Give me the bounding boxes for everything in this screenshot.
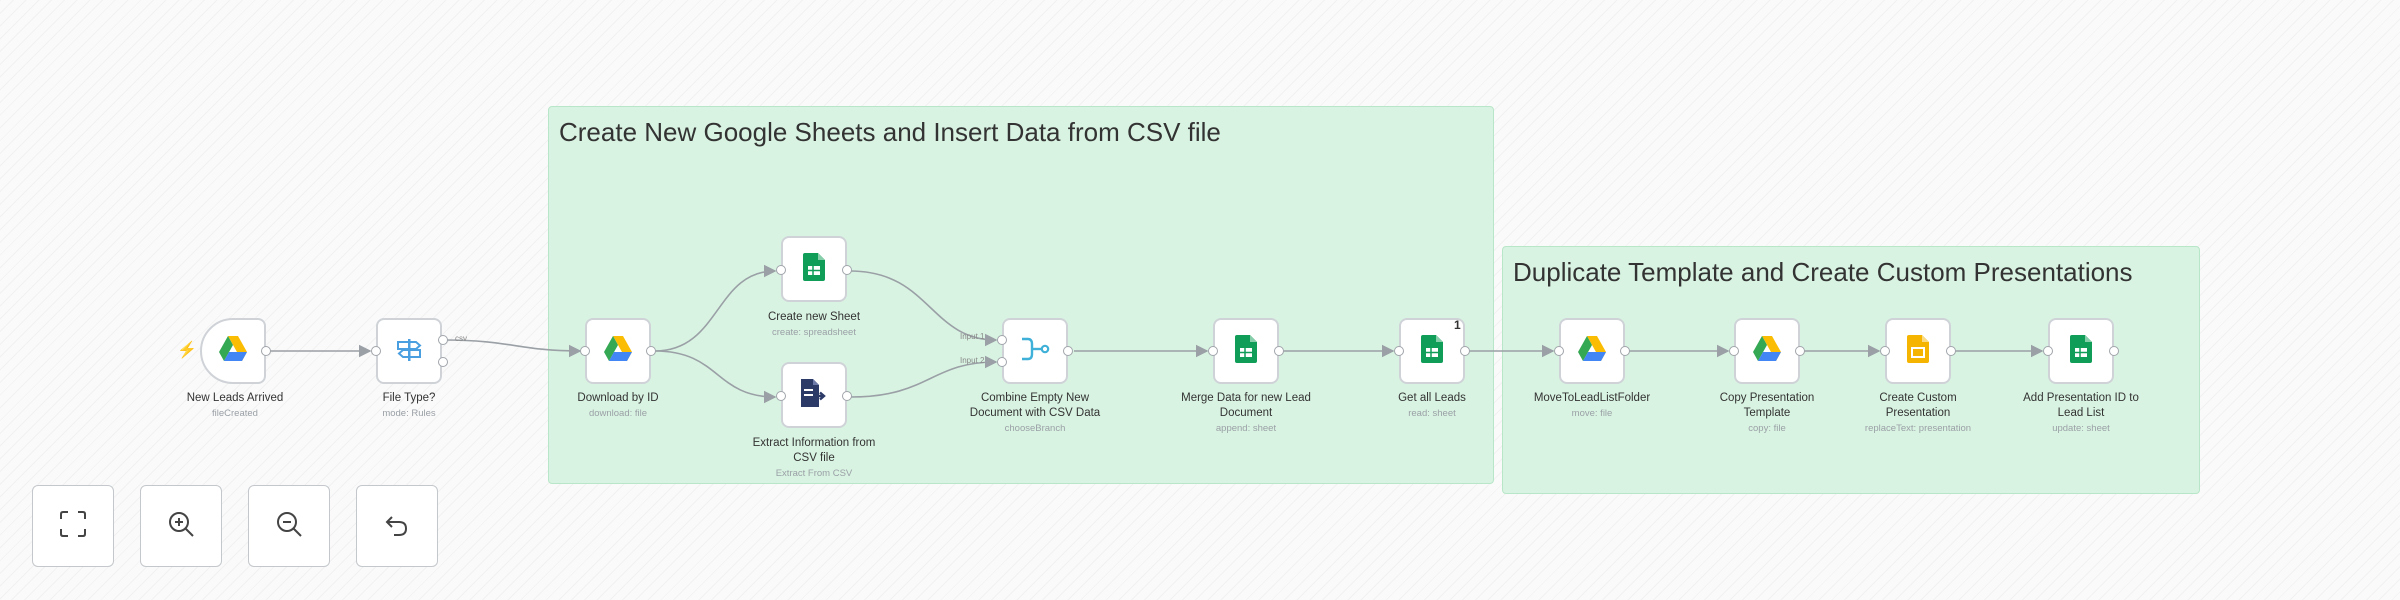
google-sheets-icon — [1421, 334, 1443, 368]
input-handle[interactable] — [997, 357, 1007, 367]
google-drive-icon — [603, 335, 633, 368]
node-label: Merge Data for new Lead Document — [1181, 392, 1311, 419]
node-new-leads-arrived[interactable] — [200, 318, 266, 384]
sticky-title: Create New Google Sheets and Insert Data… — [559, 117, 1221, 147]
zoom-out-button[interactable] — [248, 485, 330, 567]
input-handle[interactable] — [2043, 346, 2053, 356]
input-handle[interactable] — [1554, 346, 1564, 356]
port-label-input-1: Input 1 — [960, 332, 985, 341]
fit-view-icon — [58, 509, 88, 544]
output-handle[interactable] — [1946, 346, 1956, 356]
input-handle[interactable] — [1208, 346, 1218, 356]
node-combine-documents[interactable] — [1002, 318, 1068, 384]
reset-zoom-button[interactable] — [356, 485, 438, 567]
output-handle[interactable] — [438, 357, 448, 367]
node-subtitle: chooseBranch — [1004, 423, 1066, 434]
sticky-title: Duplicate Template and Create Custom Pre… — [1513, 257, 2133, 287]
node-label: Create new Sheet — [767, 311, 861, 323]
port-label-csv: csv — [455, 334, 467, 343]
node-subtitle: update: sheet — [2052, 423, 2110, 434]
output-handle[interactable] — [646, 346, 656, 356]
node-create-custom-presentation[interactable] — [1885, 318, 1951, 384]
output-handle[interactable] — [1795, 346, 1805, 356]
node-subtitle: mode: Rules — [382, 408, 436, 419]
node-extract-csv[interactable] — [781, 362, 847, 428]
google-drive-icon — [1577, 335, 1607, 368]
google-sheets-icon — [803, 252, 825, 286]
connection-edge — [654, 350, 777, 404]
output-handle[interactable] — [842, 265, 852, 275]
node-download-by-id[interactable] — [585, 318, 651, 384]
output-handle[interactable] — [438, 335, 448, 345]
connection-edge — [444, 339, 582, 358]
node-add-presentation-id[interactable] — [2048, 318, 2114, 384]
output-handle[interactable] — [261, 346, 271, 356]
node-label: MoveToLeadListFolder — [1533, 392, 1651, 404]
node-subtitle: Extract From CSV — [775, 468, 853, 479]
output-handle[interactable] — [1063, 346, 1073, 356]
port-label-input-2: Input 2 — [960, 356, 985, 365]
node-label: Download by ID — [577, 392, 659, 404]
output-handle[interactable] — [1274, 346, 1284, 356]
connection-edge — [849, 355, 998, 398]
node-subtitle: download: file — [588, 408, 648, 419]
output-handle[interactable] — [842, 391, 852, 401]
node-move-to-lead-list-folder[interactable] — [1559, 318, 1625, 384]
input-handle[interactable] — [1394, 346, 1404, 356]
node-merge-data[interactable] — [1213, 318, 1279, 384]
node-label: New Leads Arrived — [186, 392, 284, 404]
connection-edge — [849, 270, 998, 347]
google-sheets-icon — [2070, 334, 2092, 368]
undo-icon — [382, 509, 412, 544]
node-label: Create Custom Presentation — [1879, 392, 1957, 419]
item-count-badge: 1 — [1454, 318, 1461, 332]
zoom-in-icon — [166, 509, 196, 544]
node-label: Combine Empty New Document with CSV Data — [969, 392, 1101, 419]
node-copy-presentation-template[interactable] — [1734, 318, 1800, 384]
node-create-new-sheet[interactable] — [781, 236, 847, 302]
input-handle[interactable] — [776, 391, 786, 401]
node-subtitle: replaceText: presentation — [1864, 423, 1972, 434]
google-slides-icon — [1907, 334, 1929, 368]
extract-file-icon — [799, 378, 829, 412]
node-subtitle: create: spreadsheet — [772, 327, 856, 338]
input-handle[interactable] — [776, 265, 786, 275]
zoom-out-icon — [274, 509, 304, 544]
input-handle[interactable] — [580, 346, 590, 356]
google-drive-icon — [1752, 335, 1782, 368]
output-handle[interactable] — [1620, 346, 1630, 356]
zoom-in-button[interactable] — [140, 485, 222, 567]
input-handle[interactable] — [371, 346, 381, 356]
google-sheets-icon — [1235, 334, 1257, 368]
input-handle[interactable] — [997, 335, 1007, 345]
node-label: File Type? — [382, 392, 436, 404]
node-subtitle: copy: file — [1748, 423, 1786, 434]
node-label: Copy Presentation Template — [1719, 392, 1815, 419]
trigger-bolt-icon: ⚡ — [177, 342, 197, 359]
merge-icon — [1020, 335, 1050, 368]
node-subtitle: read: sheet — [1408, 408, 1456, 419]
node-get-all-leads[interactable] — [1399, 318, 1465, 384]
node-file-type[interactable] — [376, 318, 442, 384]
input-handle[interactable] — [1729, 346, 1739, 356]
output-handle[interactable] — [2109, 346, 2119, 356]
node-subtitle: append: sheet — [1215, 423, 1277, 434]
input-handle[interactable] — [1880, 346, 1890, 356]
node-label: Get all Leads — [1398, 392, 1466, 404]
connection-edge — [654, 264, 777, 352]
node-subtitle: move: file — [1571, 408, 1613, 419]
output-handle[interactable] — [1460, 346, 1470, 356]
switch-signpost-icon — [394, 335, 424, 368]
node-label: Add Presentation ID to Lead List — [2023, 392, 2139, 419]
fit-view-button[interactable] — [32, 485, 114, 567]
google-drive-icon — [218, 335, 248, 368]
sticky-note-create-sheets[interactable]: Create New Google Sheets and Insert Data… — [548, 106, 1494, 484]
node-label: Extract Information from CSV file — [752, 437, 876, 464]
node-subtitle: fileCreated — [212, 408, 258, 419]
